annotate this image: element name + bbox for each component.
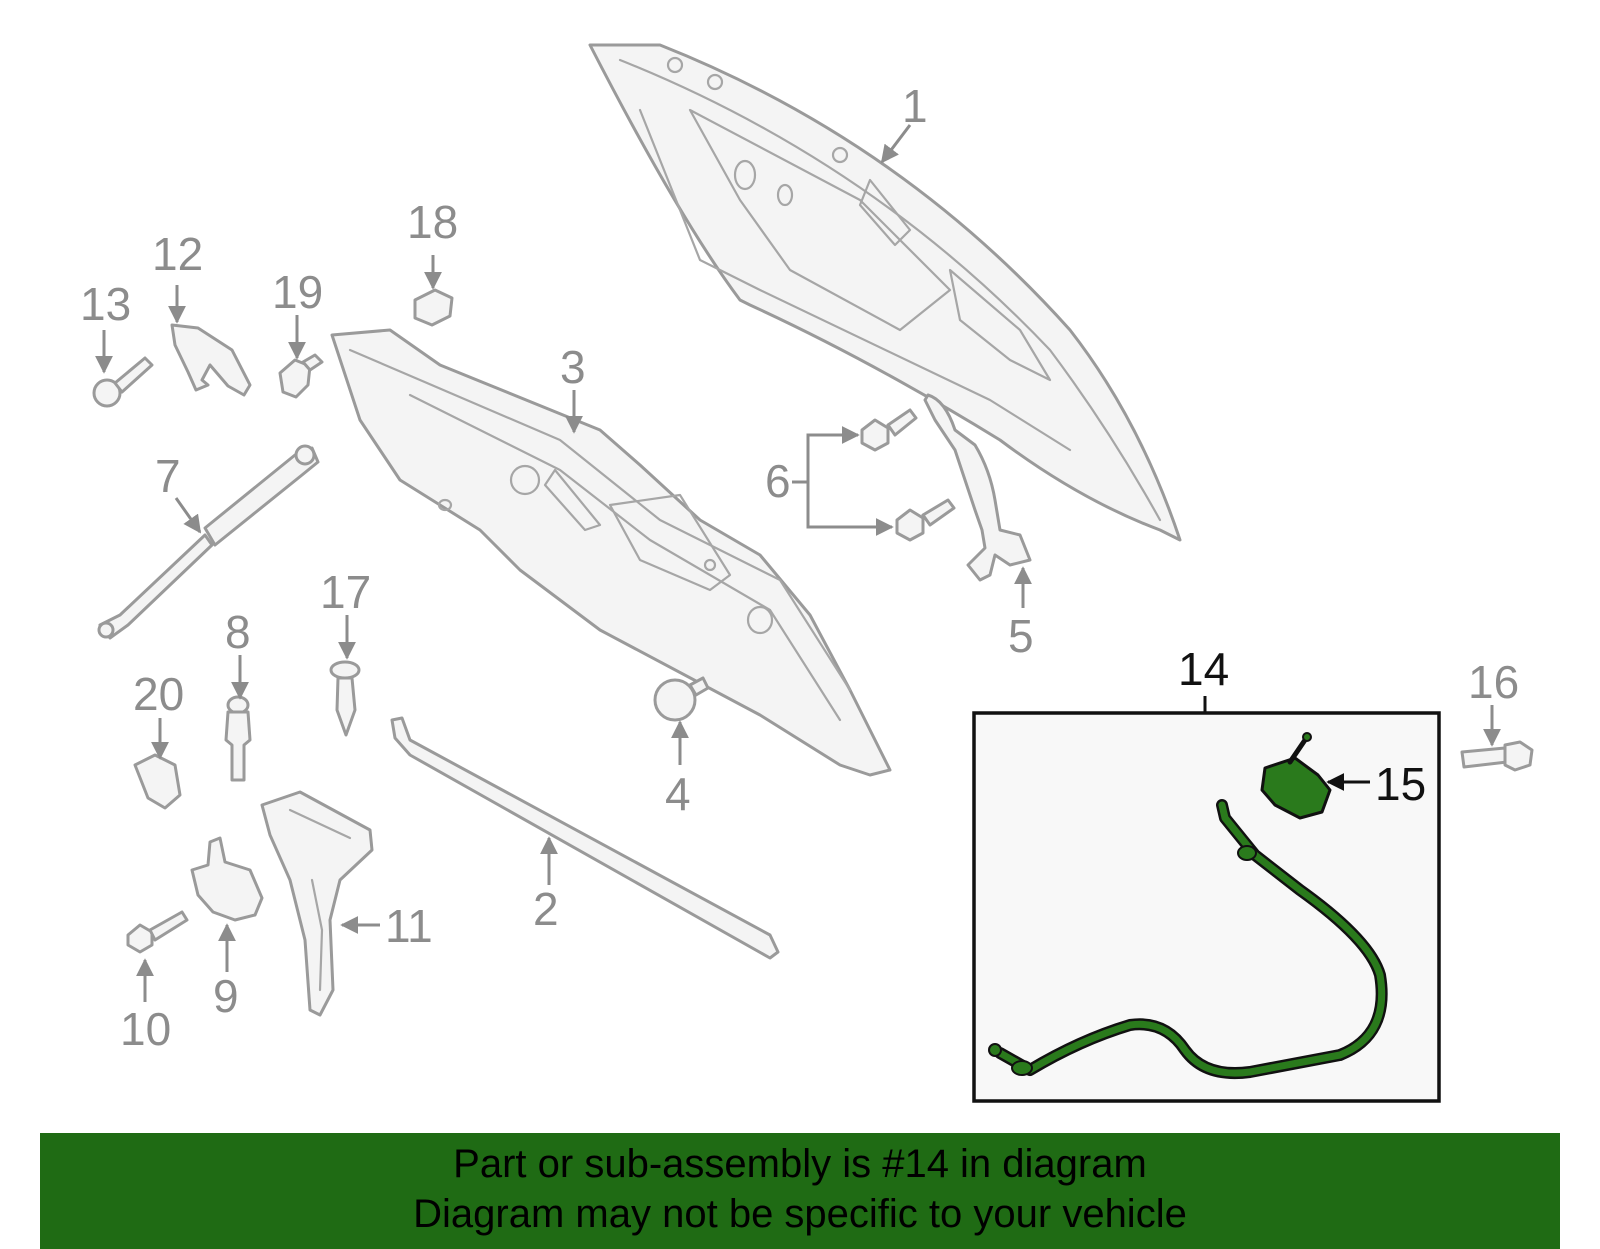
bolt-13 <box>92 356 154 408</box>
info-banner: Part or sub-assembly is #14 in diagram D… <box>40 1133 1560 1249</box>
release-cable-core <box>996 801 1386 1077</box>
callout-15: 15 <box>1375 758 1426 810</box>
callout-6: 6 <box>765 455 791 507</box>
hood-seal <box>390 716 780 960</box>
lift-support <box>97 444 320 640</box>
bumper-19 <box>278 353 324 399</box>
hood-bumper <box>653 676 710 722</box>
callout-13: 13 <box>80 278 131 330</box>
callout-18: 18 <box>407 196 458 248</box>
callout-20: 20 <box>133 668 184 720</box>
callout-11: 11 <box>385 900 433 952</box>
hood-panel <box>588 43 1182 542</box>
callout-3: 3 <box>560 341 586 393</box>
callout-10: 10 <box>120 1003 171 1055</box>
latch-bracket-9 <box>190 836 264 922</box>
retainer-20 <box>133 753 182 810</box>
push-pin-17 <box>329 660 361 737</box>
leader-lines <box>95 124 1501 1002</box>
hood-insulator <box>330 328 892 777</box>
release-handle-15 <box>1260 732 1332 820</box>
bumper-18 <box>413 288 454 327</box>
bolt-16 <box>1460 740 1534 772</box>
callout-16: 16 <box>1468 656 1519 708</box>
striker-bracket <box>170 323 252 397</box>
hinge-bolts <box>860 408 956 542</box>
banner-line-1: Part or sub-assembly is #14 in diagram <box>453 1142 1147 1186</box>
callout-17: 17 <box>320 566 371 618</box>
callout-numbers: 1 2 3 4 5 6 7 8 9 10 11 12 13 14 15 16 1… <box>80 80 1519 1055</box>
callout-9: 9 <box>213 970 239 1022</box>
callout-5: 5 <box>1008 610 1034 662</box>
callout-1: 1 <box>902 80 928 132</box>
callout-12: 12 <box>152 228 203 280</box>
callout-19: 19 <box>272 266 323 318</box>
callout-14: 14 <box>1178 643 1229 695</box>
bolt-10 <box>126 910 189 954</box>
banner-line-2: Diagram may not be specific to your vehi… <box>413 1192 1187 1236</box>
release-cable-14 <box>988 799 1388 1079</box>
callout-8: 8 <box>225 606 251 658</box>
clip-8 <box>224 695 252 782</box>
callout-7: 7 <box>155 450 181 502</box>
hood-hinge <box>923 393 1032 582</box>
support-brace-11 <box>260 790 374 1017</box>
callout-4: 4 <box>665 768 691 820</box>
callout-2: 2 <box>533 883 559 935</box>
